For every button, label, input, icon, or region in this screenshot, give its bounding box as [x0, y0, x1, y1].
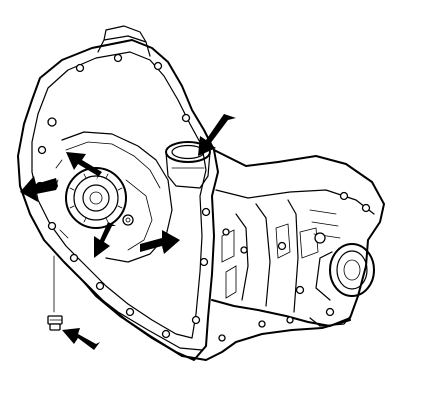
- arrow-lower-left-icon: [94, 222, 116, 258]
- arrow-right-icon: [140, 230, 180, 254]
- pan-flange: [83, 281, 351, 361]
- callout-arrows: [20, 114, 236, 350]
- axle-seal-housing: [309, 243, 375, 327]
- pump-bore: [53, 131, 173, 263]
- rear-case: [211, 149, 385, 327]
- arrow-left-icon: [20, 176, 58, 202]
- bell-housing: [17, 25, 219, 361]
- arrow-bottom-icon: [62, 328, 100, 350]
- drain-plug: [47, 255, 63, 331]
- arrow-upper-left-icon: [66, 152, 102, 180]
- arrow-top-right-icon: [198, 114, 236, 156]
